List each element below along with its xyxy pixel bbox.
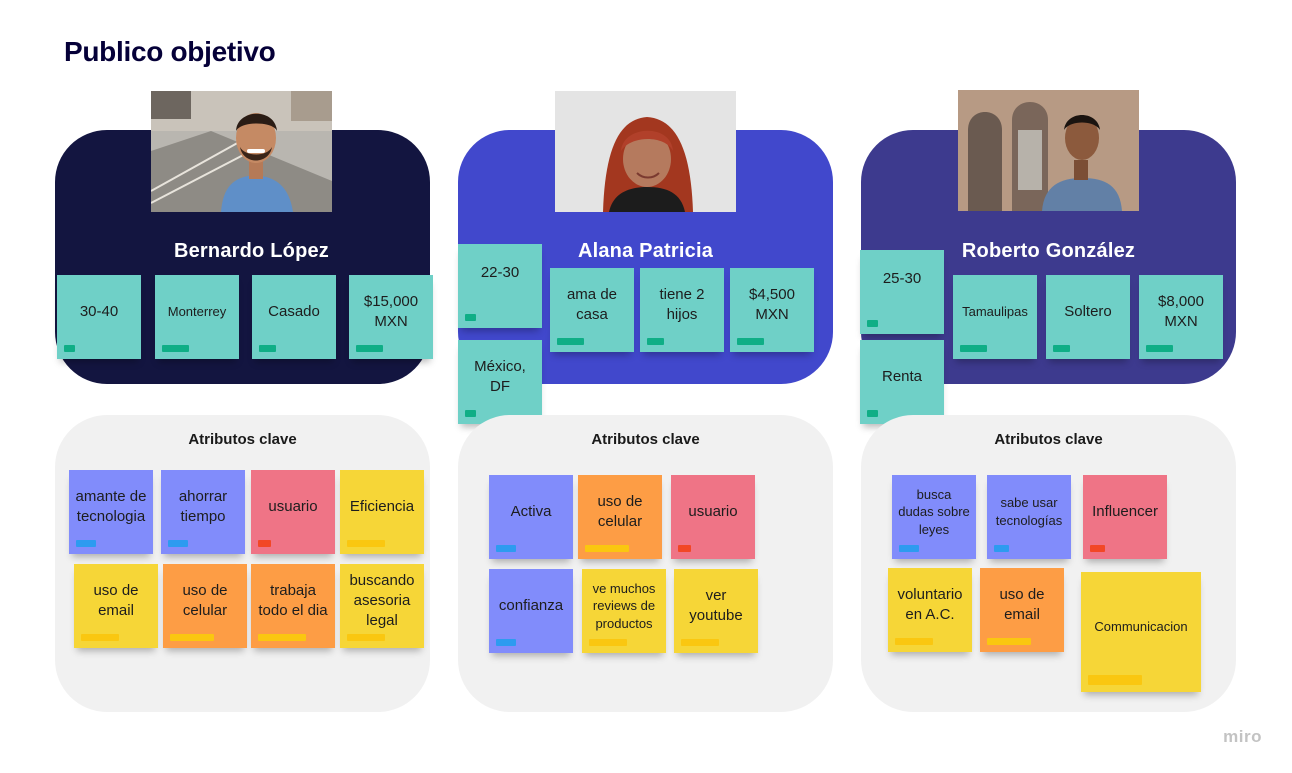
attributes-panel[interactable]: Atributos clave	[458, 415, 833, 712]
sticky-note[interactable]: uso de celular	[163, 564, 247, 648]
sticky-note[interactable]: Monterrey	[155, 275, 239, 359]
sticky-note[interactable]: Casado	[252, 275, 336, 359]
sticky-note[interactable]: $8,000 MXN	[1139, 275, 1223, 359]
sticky-note[interactable]: tiene 2 hijos	[640, 268, 724, 352]
sticky-note[interactable]: usuario	[251, 470, 335, 554]
sticky-note[interactable]: busca dudas sobre leyes	[892, 475, 976, 559]
sticky-note[interactable]: trabaja todo el dia	[251, 564, 335, 648]
sticky-note[interactable]: uso de email	[74, 564, 158, 648]
attributes-title: Atributos clave	[591, 431, 700, 448]
sticky-note[interactable]: uso de email	[980, 568, 1064, 652]
sticky-note[interactable]: Soltero	[1046, 275, 1130, 359]
sticky-note[interactable]: uso de celular	[578, 475, 662, 559]
sticky-note[interactable]: usuario	[671, 475, 755, 559]
sticky-note[interactable]: Activa	[489, 475, 573, 559]
persona-name: Bernardo López	[173, 240, 330, 262]
sticky-note[interactable]: 22-30	[458, 244, 542, 328]
man-smiling-street-photo[interactable]	[151, 91, 332, 212]
sticky-note[interactable]: ama de casa	[550, 268, 634, 352]
sticky-note[interactable]: 25-30	[860, 250, 944, 334]
attributes-title: Atributos clave	[994, 431, 1103, 448]
sticky-note[interactable]: 30-40	[57, 275, 141, 359]
miro-logo: miro	[1223, 727, 1262, 746]
sticky-note[interactable]: voluntario en A.C.	[888, 568, 972, 652]
board-title: Publico objetivo	[64, 36, 276, 67]
sticky-note[interactable]: Renta	[860, 340, 944, 424]
sticky-note[interactable]: buscando asesoria legal	[340, 564, 424, 648]
attributes-panel[interactable]: Atributos clave	[55, 415, 430, 712]
sticky-note[interactable]: ve muchos reviews de productos	[582, 569, 666, 653]
persona-name: Roberto González	[961, 240, 1136, 262]
sticky-note[interactable]: Tamaulipas	[953, 275, 1037, 359]
sticky-note[interactable]: Communicacion	[1081, 572, 1201, 692]
sticky-note[interactable]: sabe usar tecnologías	[987, 475, 1071, 559]
sticky-note[interactable]: confianza	[489, 569, 573, 653]
sticky-note[interactable]: Influencer	[1083, 475, 1167, 559]
sticky-note[interactable]: $15,000 MXN	[349, 275, 433, 359]
sticky-note[interactable]: ver youtube	[674, 569, 758, 653]
persona-name: Alana Patricia	[577, 240, 714, 262]
sticky-note[interactable]: $4,500 MXN	[730, 268, 814, 352]
sticky-note[interactable]: Eficiencia	[340, 470, 424, 554]
sticky-note[interactable]: México, DF	[458, 340, 542, 424]
attributes-title: Atributos clave	[188, 431, 297, 448]
sticky-note[interactable]: ahorrar tiempo	[161, 470, 245, 554]
woman-red-hair-photo[interactable]	[555, 91, 736, 212]
man-blue-shirt-arches-photo[interactable]	[958, 90, 1139, 211]
sticky-note[interactable]: amante de tecnologia	[69, 470, 153, 554]
